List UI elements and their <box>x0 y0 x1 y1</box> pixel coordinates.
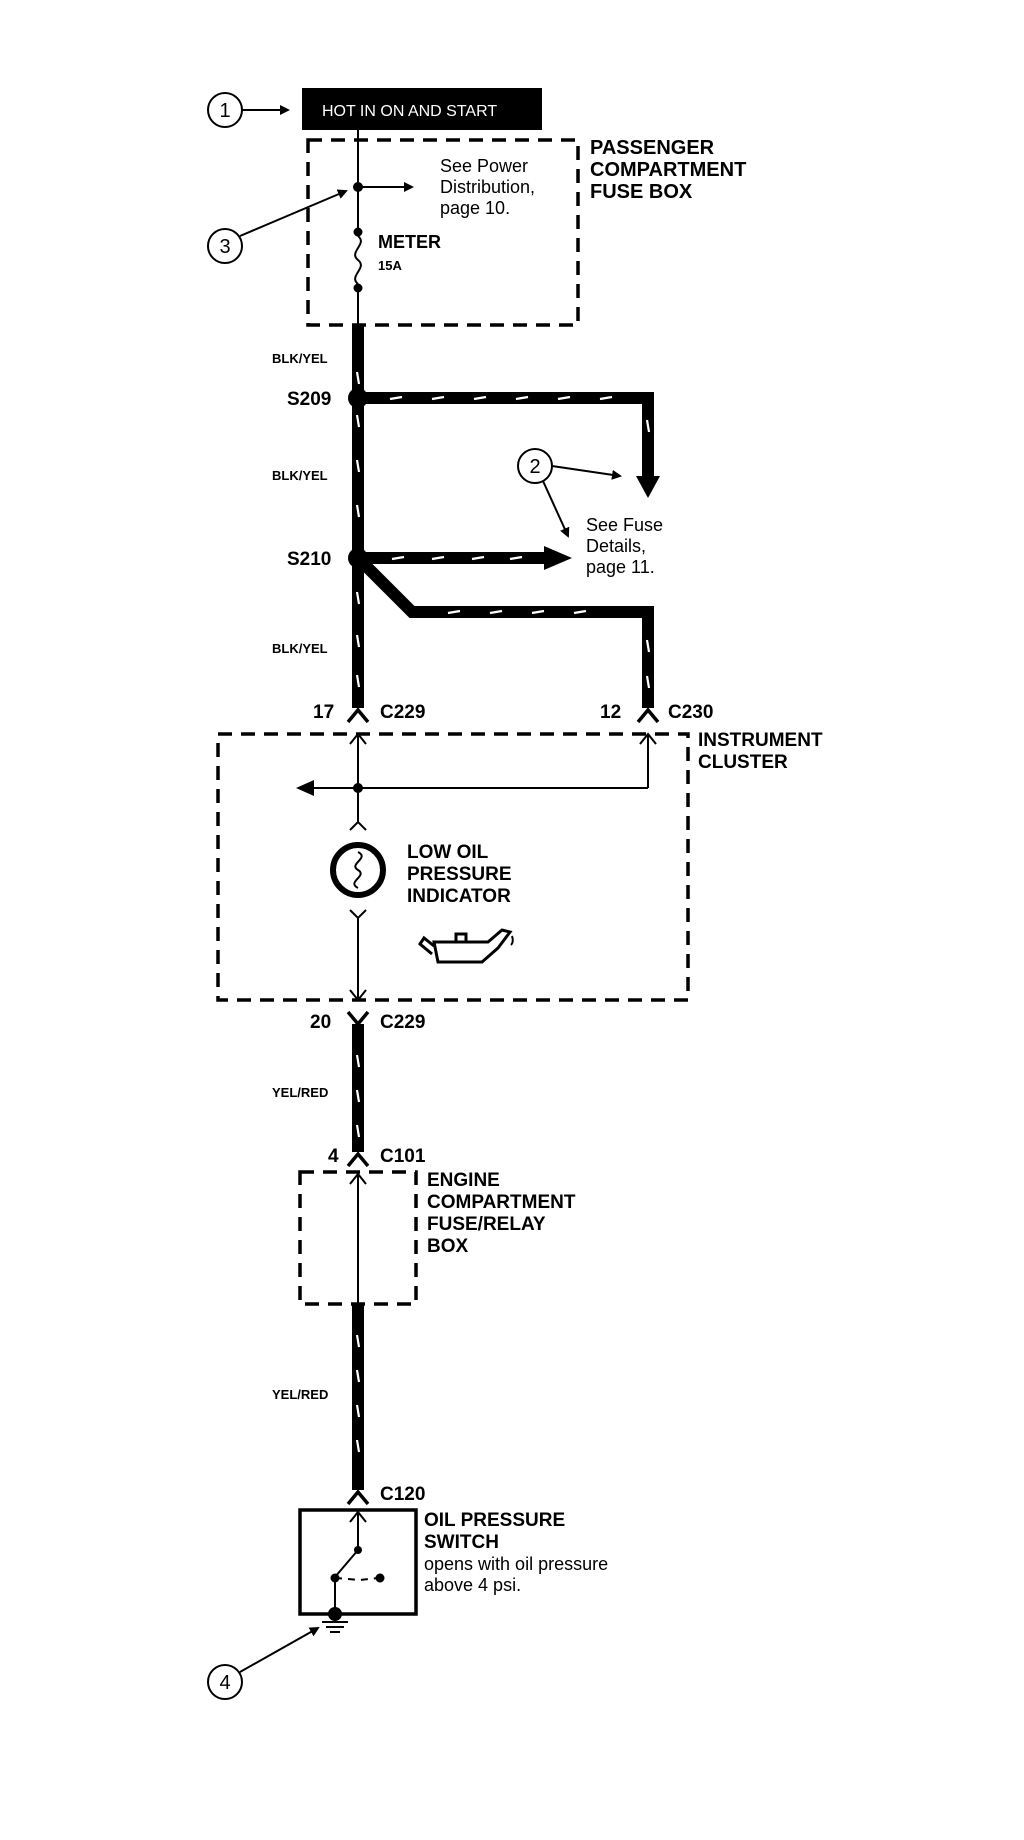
cluster-junction-dot <box>353 783 363 793</box>
switch-blade <box>334 1549 359 1578</box>
connector-c229-top <box>346 707 370 724</box>
fuse-terminal-bottom <box>353 283 363 293</box>
callout-2-arrow-a <box>551 465 622 480</box>
fuse-terminal-top <box>353 227 363 237</box>
callout-2-arrow-b <box>542 480 570 538</box>
c101-label: C101 <box>380 1146 426 1167</box>
hot-label-box <box>302 88 542 130</box>
low-oil-pressure-indicator-bulb <box>330 842 386 898</box>
svg-text:3: 3 <box>219 236 230 258</box>
switch-title-2: SWITCH <box>424 1532 499 1553</box>
see-power-1: See Power <box>440 156 528 176</box>
connector-c120 <box>346 1489 370 1506</box>
callout-2: 2 <box>517 448 553 484</box>
wire-label-blk-yel-3: BLK/YEL <box>272 641 328 656</box>
engine-box-4: BOX <box>427 1236 469 1257</box>
connector-c101 <box>346 1151 370 1168</box>
fuse-details-1: See Fuse <box>586 515 663 535</box>
c230-pin: 12 <box>600 702 621 723</box>
callout-4: 4 <box>207 1664 243 1700</box>
indicator-label-1: LOW OIL <box>407 842 489 863</box>
c229-bottom-label: C229 <box>380 1012 425 1033</box>
c120-label: C120 <box>380 1484 425 1505</box>
instrument-cluster-box <box>216 732 690 1002</box>
c229-top-pin: 17 <box>313 702 334 723</box>
fuse-box-title-1: PASSENGER <box>590 137 715 159</box>
fuse-box-title-3: FUSE BOX <box>590 181 693 203</box>
fuse-symbol <box>354 235 362 285</box>
wire-label-blk-yel-2: BLK/YEL <box>272 468 328 483</box>
hot-label: HOT IN ON AND START <box>322 103 497 120</box>
fuse-rating: 15A <box>378 258 402 273</box>
switch-desc-2: above 4 psi. <box>424 1575 521 1595</box>
oil-can-icon <box>418 928 514 964</box>
passenger-fuse-box <box>306 138 580 327</box>
oil-pressure-switch-box <box>298 1508 418 1616</box>
engine-box-2: COMPARTMENT <box>427 1192 576 1213</box>
ground-icon <box>322 1607 348 1633</box>
indicator-label-3: INDICATOR <box>407 886 511 907</box>
svg-text:2: 2 <box>529 456 540 478</box>
cluster-left-arrowhead <box>296 780 314 796</box>
callout-1: 1 <box>207 92 243 128</box>
s209-arrowhead <box>636 476 660 498</box>
see-power-3: page 10. <box>440 198 510 218</box>
connector-c230 <box>636 707 660 724</box>
switch-desc-1: opens with oil pressure <box>424 1554 608 1574</box>
see-power-2: Distribution, <box>440 177 535 197</box>
connector-c229-bottom <box>346 1010 370 1027</box>
splice-s209-label: S209 <box>287 389 331 410</box>
wire-label-yel-red-2: YEL/RED <box>272 1387 328 1402</box>
switch-fixed-contact <box>375 1573 385 1583</box>
c229-bottom-pin: 20 <box>310 1012 331 1033</box>
instrument-cluster-2: CLUSTER <box>698 752 788 773</box>
svg-text:4: 4 <box>219 1672 230 1694</box>
fuse-details-3: page 11. <box>586 557 655 577</box>
switch-fixed-contact-line <box>334 1577 379 1582</box>
indicator-label-2: PRESSURE <box>407 864 512 885</box>
engine-box-3: FUSE/RELAY <box>427 1214 546 1235</box>
wire-label-yel-red-1: YEL/RED <box>272 1085 328 1100</box>
instrument-cluster-1: INSTRUMENT <box>698 730 823 751</box>
svg-text:1: 1 <box>219 100 230 122</box>
callout-4-arrow <box>239 1627 320 1673</box>
engine-box-1: ENGINE <box>427 1170 500 1191</box>
c230-label: C230 <box>668 702 713 723</box>
splice-s210-label: S210 <box>287 549 331 570</box>
fuse-details-2: Details, <box>586 536 646 556</box>
wire-s209-branch <box>358 392 654 478</box>
fuse-name: METER <box>378 232 441 252</box>
s210-arrowhead <box>544 546 572 570</box>
wire-s210-to-c230 <box>353 553 654 708</box>
switch-title-1: OIL PRESSURE <box>424 1510 565 1531</box>
callout-3-arrow <box>239 189 348 237</box>
fuse-box-title-2: COMPARTMENT <box>590 159 746 181</box>
wire-label-blk-yel-1: BLK/YEL <box>272 351 328 366</box>
c101-pin: 4 <box>328 1146 339 1167</box>
c229-top-label: C229 <box>380 702 425 723</box>
callout-3: 3 <box>207 228 243 264</box>
